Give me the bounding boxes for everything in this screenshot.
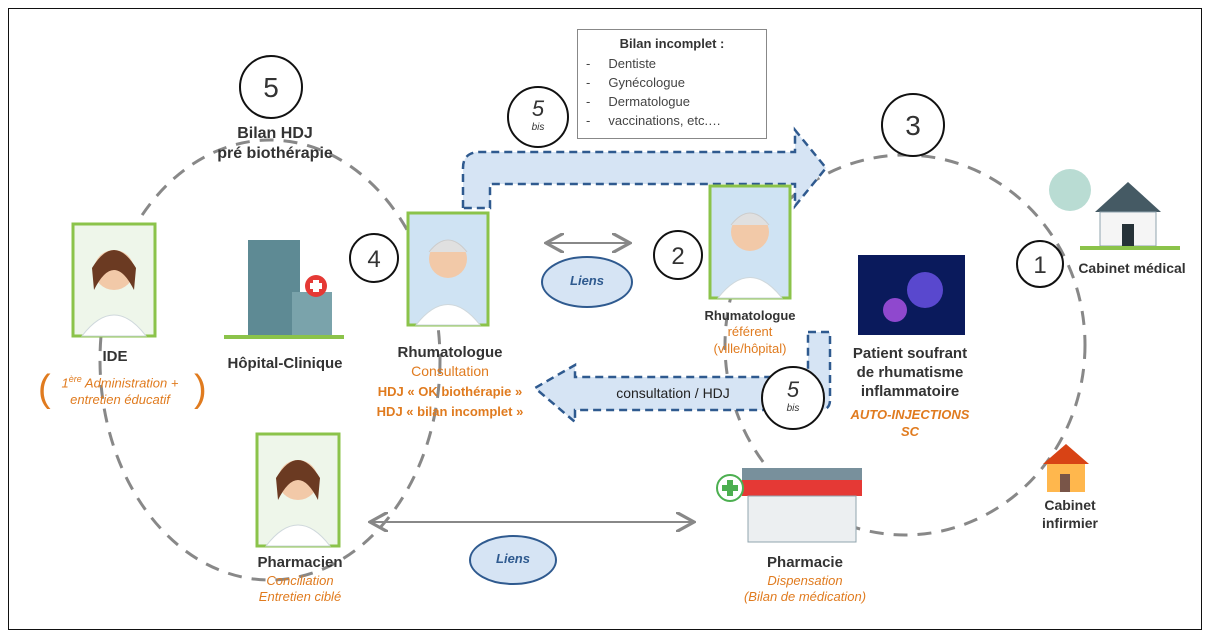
step-4-circle xyxy=(349,233,399,283)
ide-paren-right: ) xyxy=(194,368,207,410)
step-5bis-top-sub: bis xyxy=(531,122,545,133)
step-3-circle xyxy=(881,93,945,157)
step-5-circle xyxy=(239,55,303,119)
step-5bis-bottom-number: 5 xyxy=(786,377,800,402)
liens-top-label: Liens xyxy=(570,273,604,288)
patient-illustration xyxy=(858,255,965,335)
liens-top-oval xyxy=(541,256,633,308)
cabinet-infirmier-illustration xyxy=(1043,444,1089,492)
step-1-label: 1 xyxy=(1033,252,1047,279)
ide-paren-left: ( xyxy=(38,368,51,410)
hospital-illustration xyxy=(224,240,344,339)
step-5bis-bottom-circle xyxy=(761,366,825,430)
pharmacie-illustration xyxy=(716,468,862,543)
step-5bis-bottom-sub: bis xyxy=(786,403,800,414)
step-5-label: 5 xyxy=(263,72,279,103)
bilan-incomplet-title: Bilan incomplet : xyxy=(619,36,725,51)
step-1-circle xyxy=(1016,240,1064,288)
step-5bis-top-circle xyxy=(507,86,569,148)
liens-bottom-label: Liens xyxy=(496,551,530,566)
list-item: -Gynécologue xyxy=(586,75,685,90)
ide-portrait xyxy=(71,222,157,338)
step-2-label: 2 xyxy=(671,243,685,270)
cabinet-medical-illustration xyxy=(1049,169,1180,250)
pharmacien-block: Pharmacien Conciliation Entretien ciblé xyxy=(257,554,343,604)
top-flow-arrow xyxy=(461,126,828,210)
liens-bottom-oval xyxy=(469,535,557,585)
pharmacie-block: Pharmacie Dispensation (Bilan de médicat… xyxy=(743,554,867,604)
cabinet-medical-label: Cabinet médical xyxy=(1078,260,1186,276)
patient-block: Patient soufrant de rhumatisme inflammat… xyxy=(850,345,970,439)
ide-description: 1ère Administration + entretien éducatif xyxy=(61,374,179,407)
rhumatologue-left-block: Rhumatologue Consultation HDJ « OK bioth… xyxy=(376,344,524,419)
list-item: -vaccinations, etc.… xyxy=(586,113,722,128)
consultation-flow-arrow xyxy=(532,330,832,425)
ide-title: IDE xyxy=(102,348,128,365)
bilan-incomplet-box: Bilan incomplet : -Dentiste -Gynécologue… xyxy=(577,29,767,139)
pharmacien-portrait xyxy=(255,432,341,548)
bilan-incomplet-list: -Dentiste -Gynécologue -Dermatologue -va… xyxy=(586,54,758,130)
step-4-label: 4 xyxy=(367,246,381,273)
rhumatologue-left-portrait xyxy=(406,211,490,327)
list-item: -Dermatologue xyxy=(586,94,690,109)
consultation-arrow-label: consultation / HDJ xyxy=(616,385,730,401)
step-2-circle xyxy=(653,230,703,280)
step-5bis-top-number: 5 xyxy=(531,96,545,121)
step-3-label: 3 xyxy=(905,110,921,141)
diagram-frame xyxy=(8,8,1202,630)
rhumatologue-right-block: Rhumatologue référent (ville/hôpital) xyxy=(704,308,796,356)
list-item: -Dentiste xyxy=(586,56,657,71)
left-cycle-circle xyxy=(98,138,442,582)
hopital-label: Hôpital-Clinique xyxy=(227,355,343,372)
rhumatologue-right-portrait xyxy=(708,184,792,300)
